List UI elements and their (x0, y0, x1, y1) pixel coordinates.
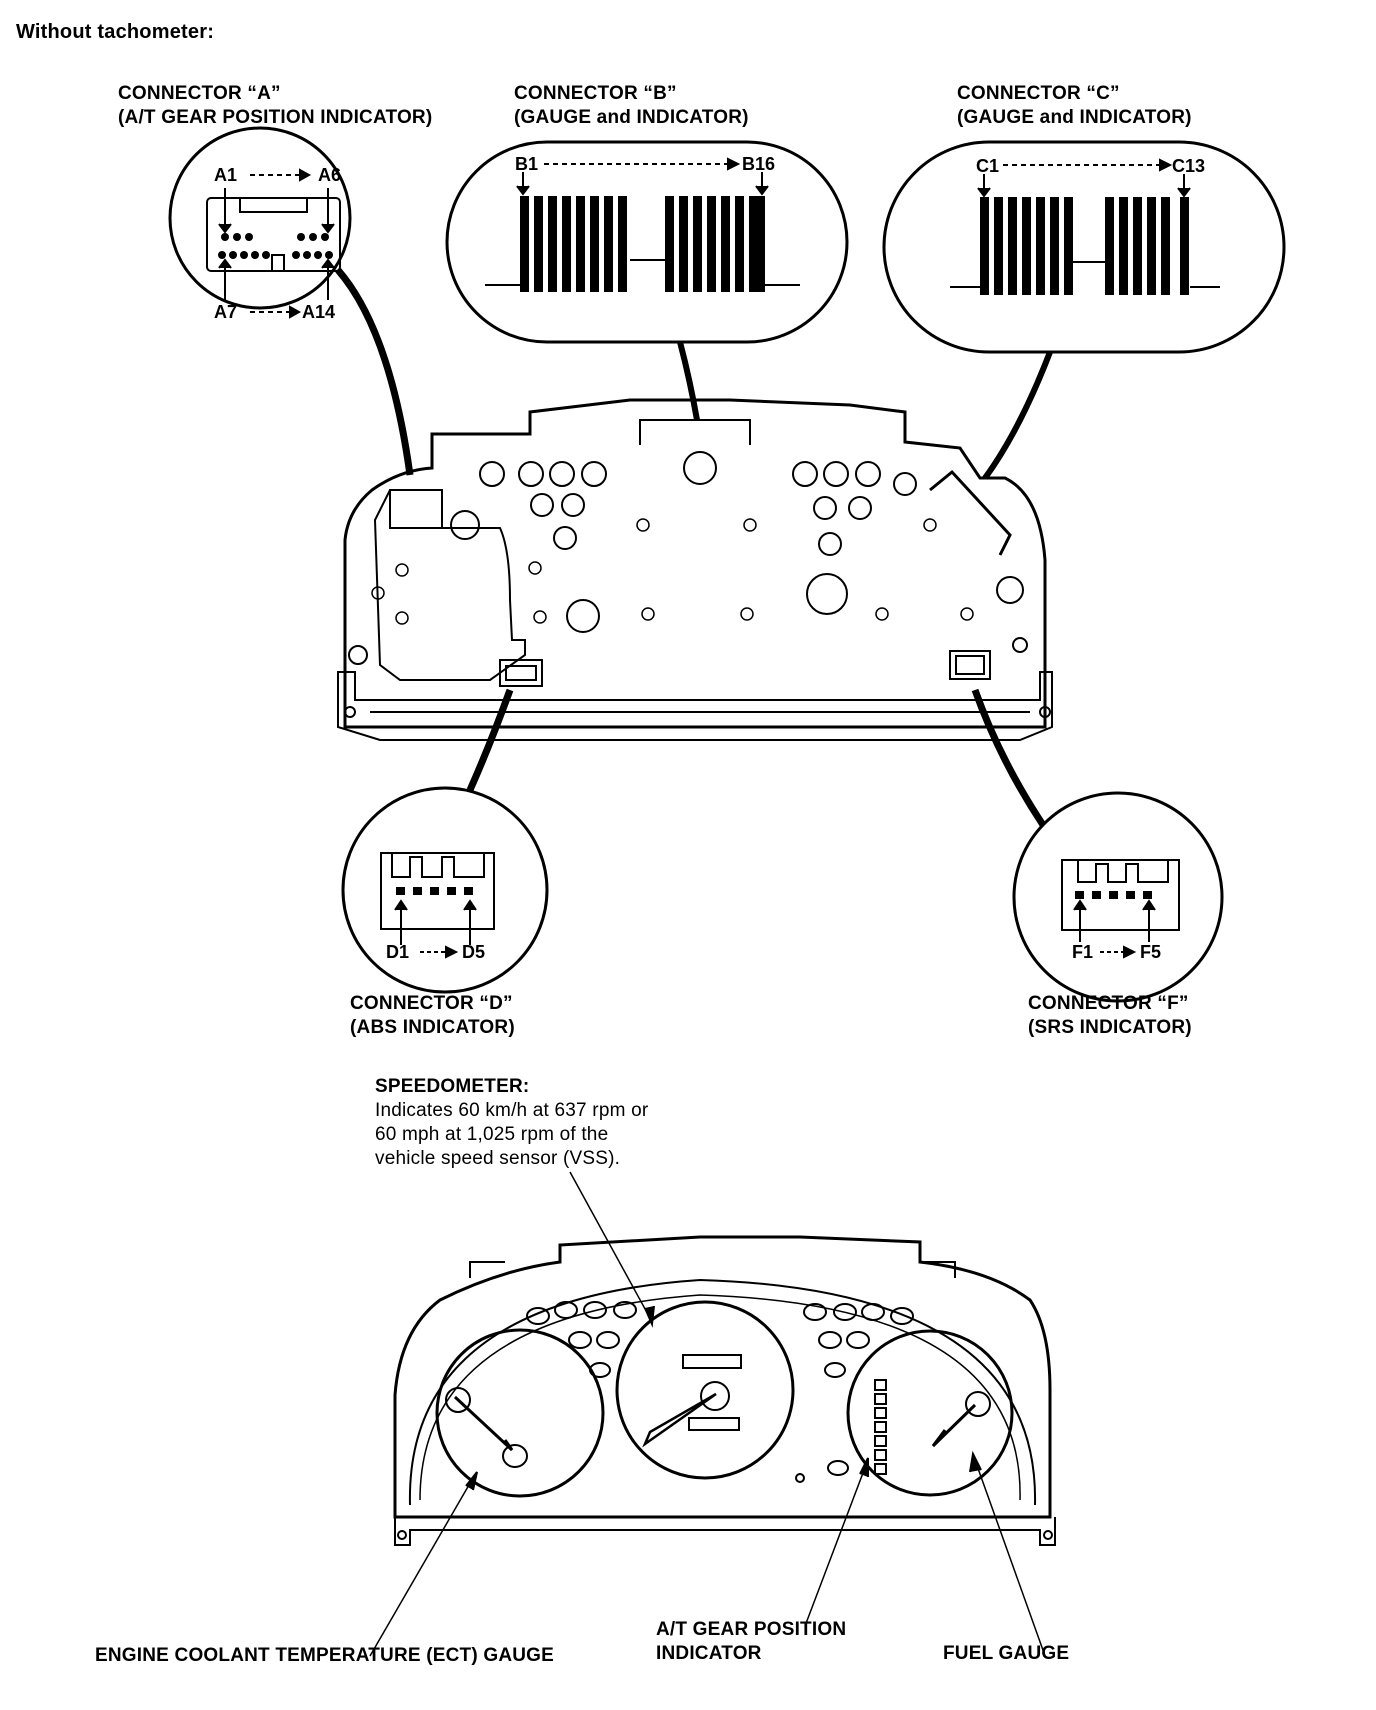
connector-d-bubble (341, 688, 549, 994)
connector-f-pin-f5: F5 (1140, 942, 1162, 962)
connector-a-pin-a14: A14 (302, 302, 336, 322)
connector-a-title: CONNECTOR “A” (118, 83, 281, 104)
connector-a-pin-a1: A1 (214, 165, 238, 185)
connector-b-title: CONNECTOR “B” (514, 83, 677, 104)
connector-f-title: CONNECTOR “F” (1028, 993, 1189, 1014)
speedometer-note-line3: vehicle speed sensor (VSS). (375, 1148, 621, 1169)
connector-d-pin-d5: D5 (462, 942, 486, 962)
connector-c-bubble (882, 140, 1286, 480)
connector-a-subtitle: (A/T GEAR POSITION INDICATOR) (118, 107, 433, 128)
connector-c-pin-c1: C1 (976, 156, 1000, 176)
connector-d-pin-d1: D1 (386, 942, 410, 962)
fuel-gauge-callout: FUEL GAUGE (943, 1643, 1070, 1664)
cluster-front-view (393, 1235, 1056, 1546)
connector-f-subtitle: (SRS INDICATOR) (1028, 1017, 1192, 1038)
connector-a-pin-a7: A7 (214, 302, 238, 322)
callout-leaders (369, 1171, 1045, 1657)
speedometer-title: SPEEDOMETER: (375, 1076, 530, 1097)
connector-d-title: CONNECTOR “D” (350, 993, 513, 1014)
connector-b-pin-b1: B1 (515, 154, 539, 174)
speedometer-note-line2: 60 mph at 1,025 rpm of the (375, 1124, 609, 1145)
connector-c-subtitle: (GAUGE and INDICATOR) (957, 107, 1192, 128)
connector-c-pin-c13: C13 (1172, 156, 1206, 176)
connector-f-pin-f1: F1 (1072, 942, 1094, 962)
connector-f-bubble (971, 688, 1224, 1003)
ect-gauge-callout: ENGINE COOLANT TEMPERATURE (ECT) GAUGE (95, 1645, 555, 1666)
page-heading: Without tachometer: (16, 21, 215, 43)
cluster-rear-view (337, 398, 1053, 741)
at-gear-callout-line1: A/T GEAR POSITION (656, 1619, 847, 1640)
connector-a-pin-a6: A6 (318, 165, 342, 185)
connector-b-bubble (445, 140, 849, 421)
connector-b-subtitle: (GAUGE and INDICATOR) (514, 107, 749, 128)
connector-b-pin-b16: B16 (742, 154, 776, 174)
speedometer-note-line1: Indicates 60 km/h at 637 rpm or (375, 1100, 649, 1121)
connector-c-title: CONNECTOR “C” (957, 83, 1120, 104)
connector-a-bubble (168, 126, 414, 476)
connector-d-subtitle: (ABS INDICATOR) (350, 1017, 515, 1038)
at-gear-callout-line2: INDICATOR (656, 1643, 762, 1664)
